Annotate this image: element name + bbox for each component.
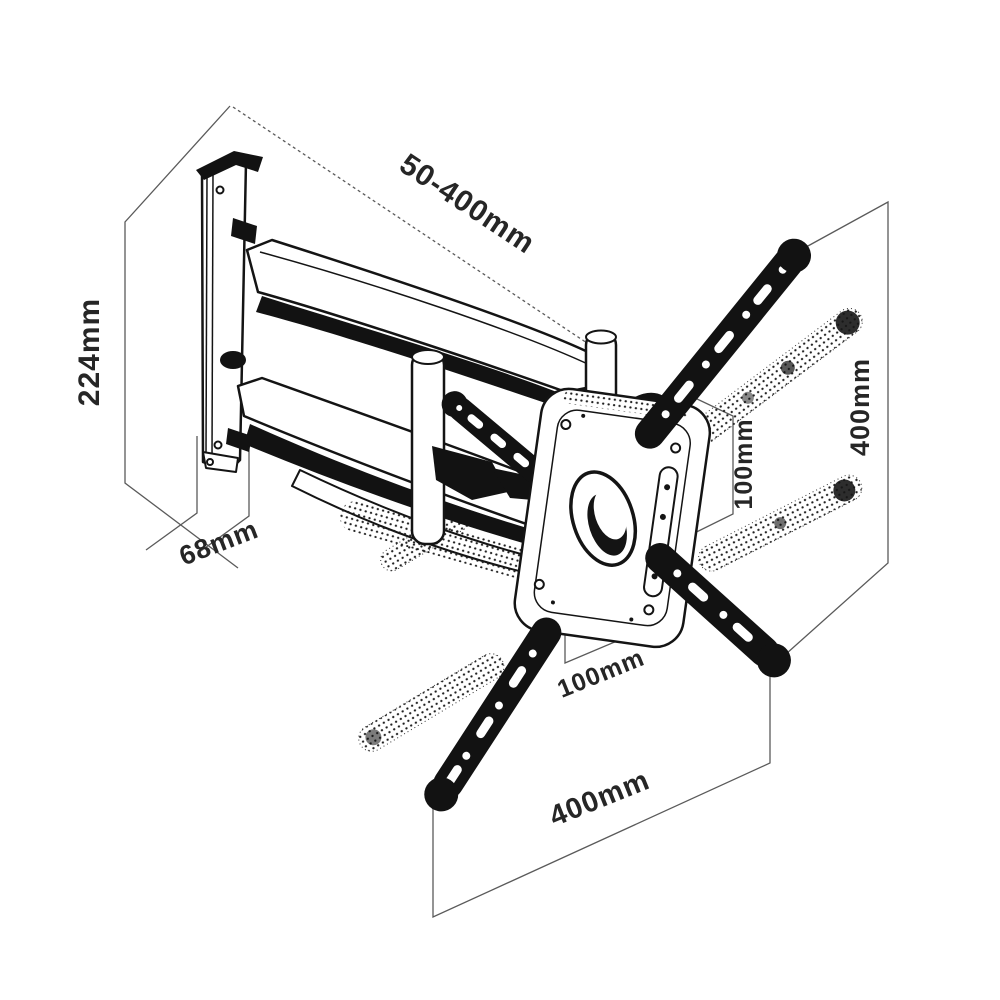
vesa-plate (513, 387, 712, 649)
dimension-label-wall-plate-depth: 68mm (175, 514, 262, 571)
tilt-slotted-arm (441, 391, 554, 490)
vesa-center-cutout (569, 470, 638, 567)
dimension-label-vesa-min-height: 100mm (730, 418, 758, 509)
extension-arm-bottom-left (424, 617, 562, 812)
dimension-lines-wall-plate-depth (145, 430, 250, 554)
ghost-arm-bottom-right (698, 474, 863, 572)
dimension-lines-vesa-max-width (432, 672, 771, 919)
dimension-label-vesa-max-height: 400mm (845, 358, 875, 456)
extension-arm-top-right (634, 238, 812, 449)
dimension-label-vesa-min-width: 100mm (553, 644, 648, 704)
mid-pivot-post (410, 349, 446, 546)
dimension-label-wall-plate-height: 224mm (73, 298, 106, 406)
wall-plate (196, 151, 263, 473)
dimension-label-extension-range: 50-400mm (394, 148, 541, 261)
ghost-arm-bottom-left (358, 653, 505, 752)
dimension-lines-vesa-max-height (776, 200, 889, 663)
extension-arm-bottom-right (645, 543, 791, 678)
dimension-lines-wall-plate-height (124, 105, 239, 569)
